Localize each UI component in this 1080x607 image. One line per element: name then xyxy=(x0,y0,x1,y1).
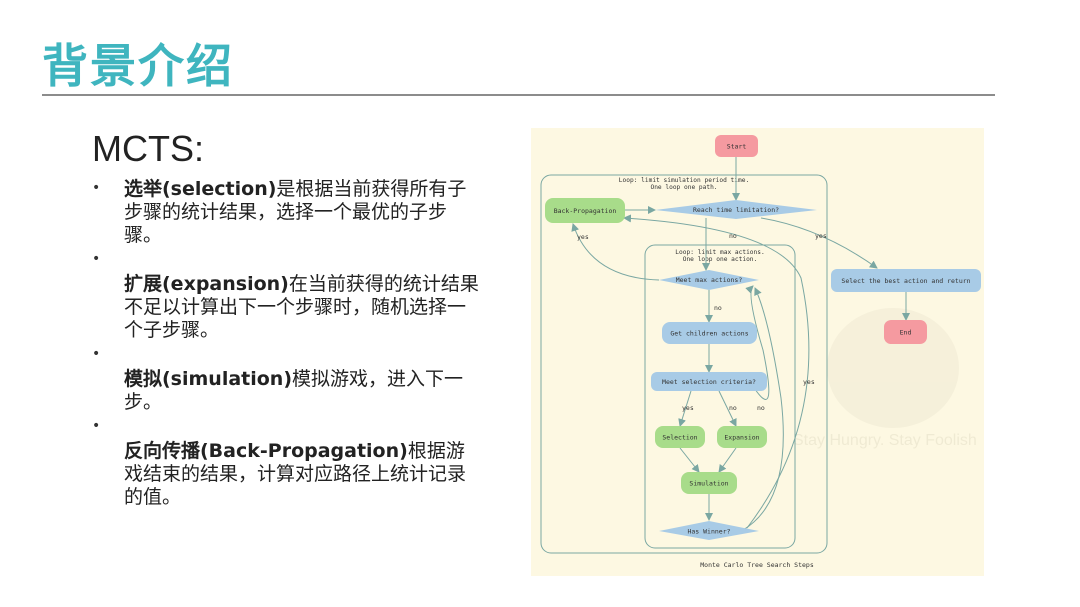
section-heading: MCTS: xyxy=(92,128,204,169)
edge-meetsel-selection xyxy=(678,390,692,427)
edge-haswinner-loop xyxy=(742,287,784,531)
bullet-gap: • xyxy=(92,414,482,436)
node-start: Start xyxy=(715,135,758,157)
svg-text:Simulation: Simulation xyxy=(689,480,728,488)
svg-text:Meet selection criteria?: Meet selection criteria? xyxy=(662,378,756,386)
node-selection: Selection xyxy=(655,426,705,448)
bullet-desc: 根据游戏结束的结果，计算对应路径上统计记录的值。 xyxy=(124,440,467,508)
bullet-text: 反向传播(Back-Propagation)根据游戏结束的结果，计算对应路径上统… xyxy=(124,440,482,509)
diagram-caption: Monte Carlo Tree Search Steps xyxy=(700,561,814,569)
svg-text:Start: Start xyxy=(727,143,747,151)
flow-edges xyxy=(571,157,910,531)
bullet-item-expansion: 扩展(expansion)在当前获得的统计结果不足以计算出下一个步骤时，随机选择… xyxy=(92,273,482,342)
node-select-best: Select the best action and return xyxy=(831,269,981,292)
label-yes-sel: yes xyxy=(682,404,694,412)
edge-reach-selectbest xyxy=(760,217,878,269)
bullet-gap: • xyxy=(92,342,482,364)
outer-loop-label-1: Loop: limit simulation period time. xyxy=(619,177,749,184)
bullet-text: 选举(selection)是根据当前获得所有子步骤的统计结果，选择一个最优的子步… xyxy=(124,178,482,247)
node-has-winner: Has Winner? xyxy=(659,521,759,540)
inner-loop-label-1: Loop: limit max actions. xyxy=(675,249,764,256)
edge-expansion-simulation xyxy=(718,447,737,473)
node-backprop: Back-Propagation xyxy=(545,198,625,223)
page-title: 背景介绍 xyxy=(42,39,234,93)
svg-text:Back-Propagation: Back-Propagation xyxy=(554,207,617,215)
svg-text:Expansion: Expansion xyxy=(724,434,759,442)
edge-meetsel-expansion xyxy=(718,390,737,427)
bullet-term: 选举(selection) xyxy=(124,178,277,200)
edge-labels: yes no yes no yes no no yes xyxy=(577,232,827,412)
edge-haswinner-backprop xyxy=(623,214,810,529)
outer-loop-frame xyxy=(540,174,828,554)
bullet-text: 模拟(simulation)模拟游戏，进入下一步。 xyxy=(124,368,482,414)
mcts-flowchart: Stay Hungry. Stay Foolish Loop: limit si… xyxy=(531,128,984,576)
node-simulation: Simulation xyxy=(681,472,737,494)
svg-text:End: End xyxy=(900,329,912,337)
node-meet-selection: Meet selection criteria? xyxy=(651,372,767,391)
bullet-dot: • xyxy=(92,180,101,196)
bullet-dot: • xyxy=(92,251,101,267)
edge-meetsel-loop xyxy=(745,285,770,400)
svg-text:Reach time limitation?: Reach time limitation? xyxy=(693,206,779,214)
bullet-item-backprop: 反向传播(Back-Propagation)根据游戏结束的结果，计算对应路径上统… xyxy=(92,440,482,509)
bullet-item-selection: • 选举(selection)是根据当前获得所有子步骤的统计结果，选择一个最优的… xyxy=(92,178,482,247)
bullet-text: 扩展(expansion)在当前获得的统计结果不足以计算出下一个步骤时，随机选择… xyxy=(124,273,482,342)
label-no-meetmax: no xyxy=(714,304,722,312)
title-divider xyxy=(42,94,995,96)
node-end: End xyxy=(884,320,927,344)
bullet-item-simulation: 模拟(simulation)模拟游戏，进入下一步。 xyxy=(92,368,482,414)
label-yes-backprop: yes xyxy=(577,233,589,241)
label-yes-winner: yes xyxy=(803,378,815,386)
bullet-desc: 模拟游戏，进入下一步。 xyxy=(124,368,464,413)
edge-selection-simulation xyxy=(679,447,700,473)
node-meet-max: Meet max actions? xyxy=(659,270,759,290)
svg-text:Get children actions: Get children actions xyxy=(670,330,748,338)
svg-text:Selection: Selection xyxy=(662,434,697,442)
bullet-dot: • xyxy=(92,418,101,434)
bullet-term: 反向传播(Back-Propagation) xyxy=(124,440,408,462)
label-yes-reach: yes xyxy=(815,232,827,240)
inner-loop-frame xyxy=(644,244,796,549)
bullet-gap: • xyxy=(92,247,482,269)
inner-loop-label-2: One loop one action. xyxy=(683,256,758,263)
svg-text:Has Winner?: Has Winner? xyxy=(687,528,730,536)
label-no-sel: no xyxy=(729,404,737,412)
bullet-dot: • xyxy=(92,346,101,362)
node-reach-time: Reach time limitation? xyxy=(655,200,817,219)
bullet-list: • 选举(selection)是根据当前获得所有子步骤的统计结果，选择一个最优的… xyxy=(92,178,482,509)
node-get-children: Get children actions xyxy=(662,322,757,344)
bullet-term: 模拟(simulation) xyxy=(124,368,293,390)
outer-loop-label-2: One loop one path. xyxy=(650,184,717,191)
edge-meetmax-backprop xyxy=(571,223,660,281)
node-expansion: Expansion xyxy=(717,426,767,448)
bullet-term: 扩展(expansion) xyxy=(124,273,289,295)
label-no-sel2: no xyxy=(757,404,765,412)
svg-text:Meet max actions?: Meet max actions? xyxy=(676,276,743,284)
svg-text:Select the best action and ret: Select the best action and return xyxy=(841,277,970,285)
bullet-desc: 在当前获得的统计结果不足以计算出下一个步骤时，随机选择一个子步骤。 xyxy=(124,273,479,341)
bullet-desc: 是根据当前获得所有子步骤的统计结果，选择一个最优的子步骤。 xyxy=(124,178,467,246)
watermark-text: Stay Hungry. Stay Foolish xyxy=(793,432,977,449)
label-no-reach: no xyxy=(729,232,737,240)
